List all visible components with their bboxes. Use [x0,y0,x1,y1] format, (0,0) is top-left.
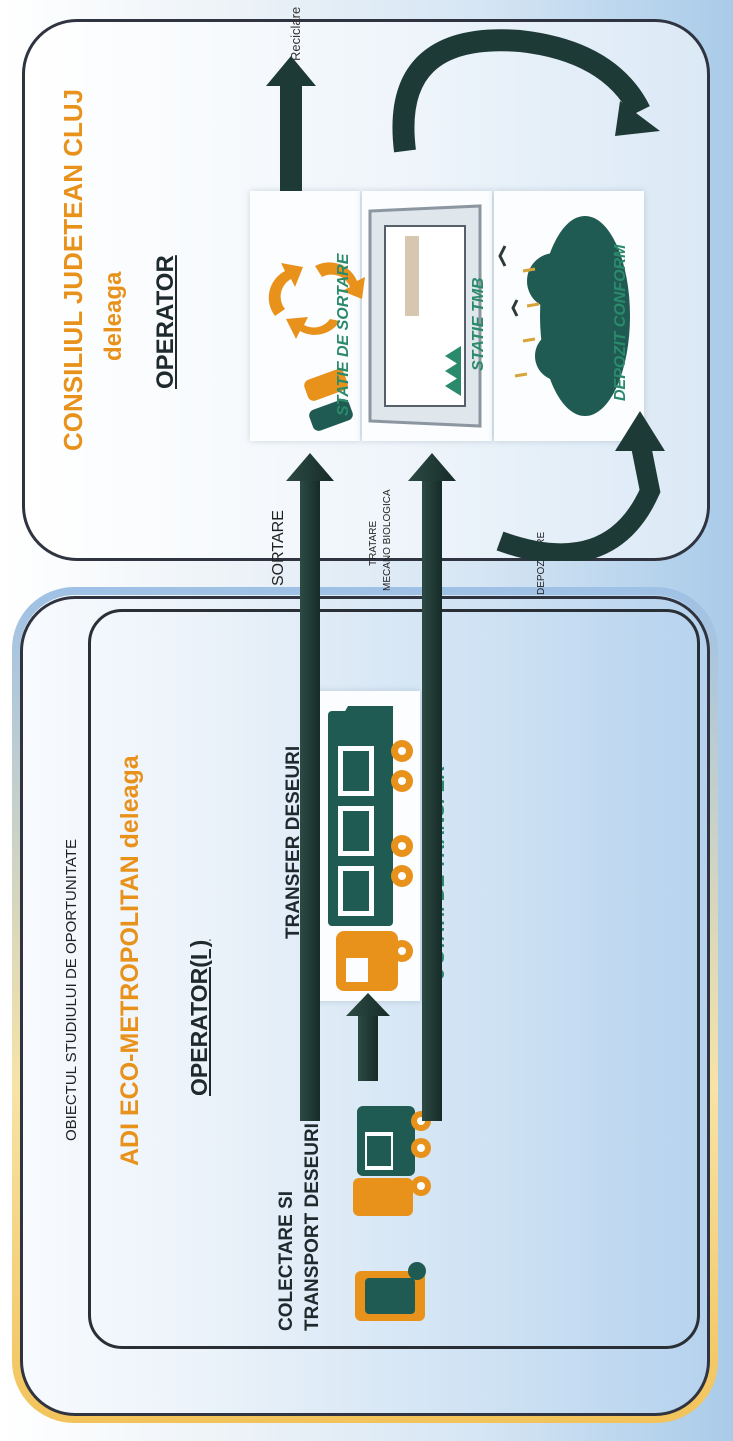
sorting-arrow-label: SORTARE [270,510,288,586]
right-zone-title: CONSILIUL JUDETEAN CLUJ [58,89,89,451]
left-operator-label: OPERATOR(I ) [186,940,213,1096]
output-arrows [220,1,720,451]
recycling-arrow [266,56,316,191]
waste-bin-icon [355,1262,426,1321]
left-zone-title: ADI ECO-METROPOLITAN deleaga [116,755,145,1166]
tmb-arrow [408,453,456,1121]
right-operator-label: OPERATOR [152,255,180,389]
collection-label-1: COLECTARE SI [276,1191,298,1331]
sorting-arrow [286,453,334,1121]
collection-to-transfer-arrow [346,993,390,1081]
tmb-arrow-label-2: MECANO BIOLOGICA [382,489,393,591]
right-zone-subtitle: deleaga [100,272,128,361]
study-caption: OBIECTUL STUDIULUI DE OPORTUNITATE [63,839,80,1141]
landfill-side-arrow [480,401,710,561]
tmb-to-landfill-curved-arrow [403,40,660,151]
tmb-arrow-label-1: TRATARE [368,521,379,566]
